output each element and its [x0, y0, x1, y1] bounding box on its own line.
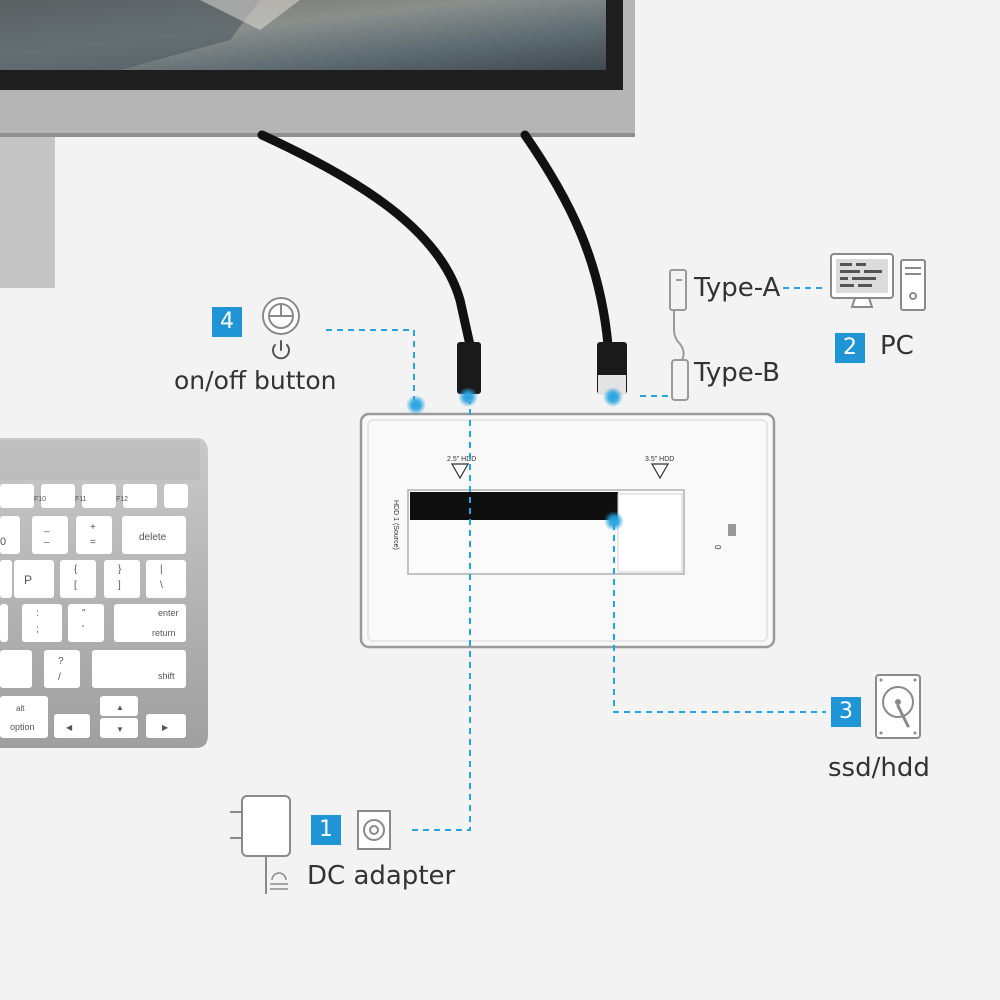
svg-text:option: option [10, 722, 35, 732]
ssd-hdd-label: ssd/hdd [828, 753, 930, 783]
callout-lines [326, 287, 826, 831]
step-3-badge: 3 [831, 697, 861, 727]
svg-text:enter: enter [158, 608, 179, 618]
power-adapter-icon [230, 795, 291, 894]
svg-text:return: return [152, 628, 176, 638]
svg-text:▲: ▲ [116, 703, 124, 712]
cables [257, 130, 613, 350]
pc-icon [830, 253, 926, 311]
hdd-dock: 0 [359, 412, 776, 649]
slot-large-label: 3.5" HDD [645, 456, 674, 463]
svg-text:=: = [90, 537, 96, 548]
svg-text:;: ; [36, 624, 39, 635]
power-button-label: on/off button [174, 366, 337, 395]
dc-polarity-icon [270, 872, 288, 890]
type-a-label: Type-A [694, 273, 781, 303]
step-1-badge: 1 [311, 815, 341, 845]
keyboard: F10 F11 F12 delete P enter return shift … [0, 438, 208, 748]
power-button-icon [262, 297, 300, 335]
svg-text:delete: delete [139, 532, 167, 543]
usb-cable [520, 130, 613, 350]
step-4-badge: 4 [212, 307, 242, 337]
dc-cable [257, 130, 475, 350]
svg-text:_: _ [43, 522, 50, 533]
svg-text:[: [ [74, 580, 77, 591]
slot-large-marker [650, 463, 670, 480]
power-symbol-icon [272, 340, 290, 360]
dc-jack-icon [357, 810, 391, 850]
svg-text:F10: F10 [34, 496, 46, 503]
svg-text:': ' [82, 624, 84, 635]
svg-text:": " [82, 608, 86, 619]
usb-cable-icon [669, 269, 689, 401]
svg-text:\: \ [160, 580, 163, 591]
pc-label: PC [880, 331, 914, 361]
slot-small-label: 2.5" HDD [447, 456, 476, 463]
svg-text::: : [36, 608, 39, 619]
dc-adapter-label: DC adapter [307, 861, 456, 891]
drive-slot-indicator [604, 511, 624, 531]
usb-port-indicator [603, 387, 623, 407]
step-2-badge: 2 [835, 333, 865, 363]
svg-text:+: + [90, 522, 96, 533]
svg-text:{: { [74, 564, 78, 575]
svg-text:F11: F11 [75, 496, 87, 503]
svg-text:0: 0 [713, 545, 722, 550]
svg-text:◀: ◀ [66, 723, 73, 732]
dc-plug [457, 342, 481, 394]
svg-text:0: 0 [0, 536, 6, 548]
svg-text:F12: F12 [116, 496, 128, 503]
hdd-icon [875, 674, 921, 739]
monitor-stand [0, 133, 55, 288]
type-b-label: Type-B [694, 358, 781, 388]
svg-text:|: | [160, 564, 163, 575]
slot-small-marker [450, 463, 470, 480]
svg-text:}: } [118, 564, 122, 575]
svg-text:alt: alt [16, 704, 25, 713]
svg-text:?: ? [58, 656, 64, 667]
power-button-indicator [406, 395, 426, 415]
svg-text:P: P [24, 573, 32, 587]
svg-text:▶: ▶ [162, 723, 169, 732]
svg-text:▼: ▼ [116, 725, 124, 734]
svg-text:shift: shift [158, 671, 175, 681]
svg-text:]: ] [118, 580, 121, 591]
svg-text:/: / [58, 672, 61, 683]
dc-port-indicator [458, 387, 478, 407]
monitor [0, 0, 635, 288]
source-label: HDD 1 (Source) [392, 500, 399, 550]
svg-text:–: – [44, 537, 50, 548]
